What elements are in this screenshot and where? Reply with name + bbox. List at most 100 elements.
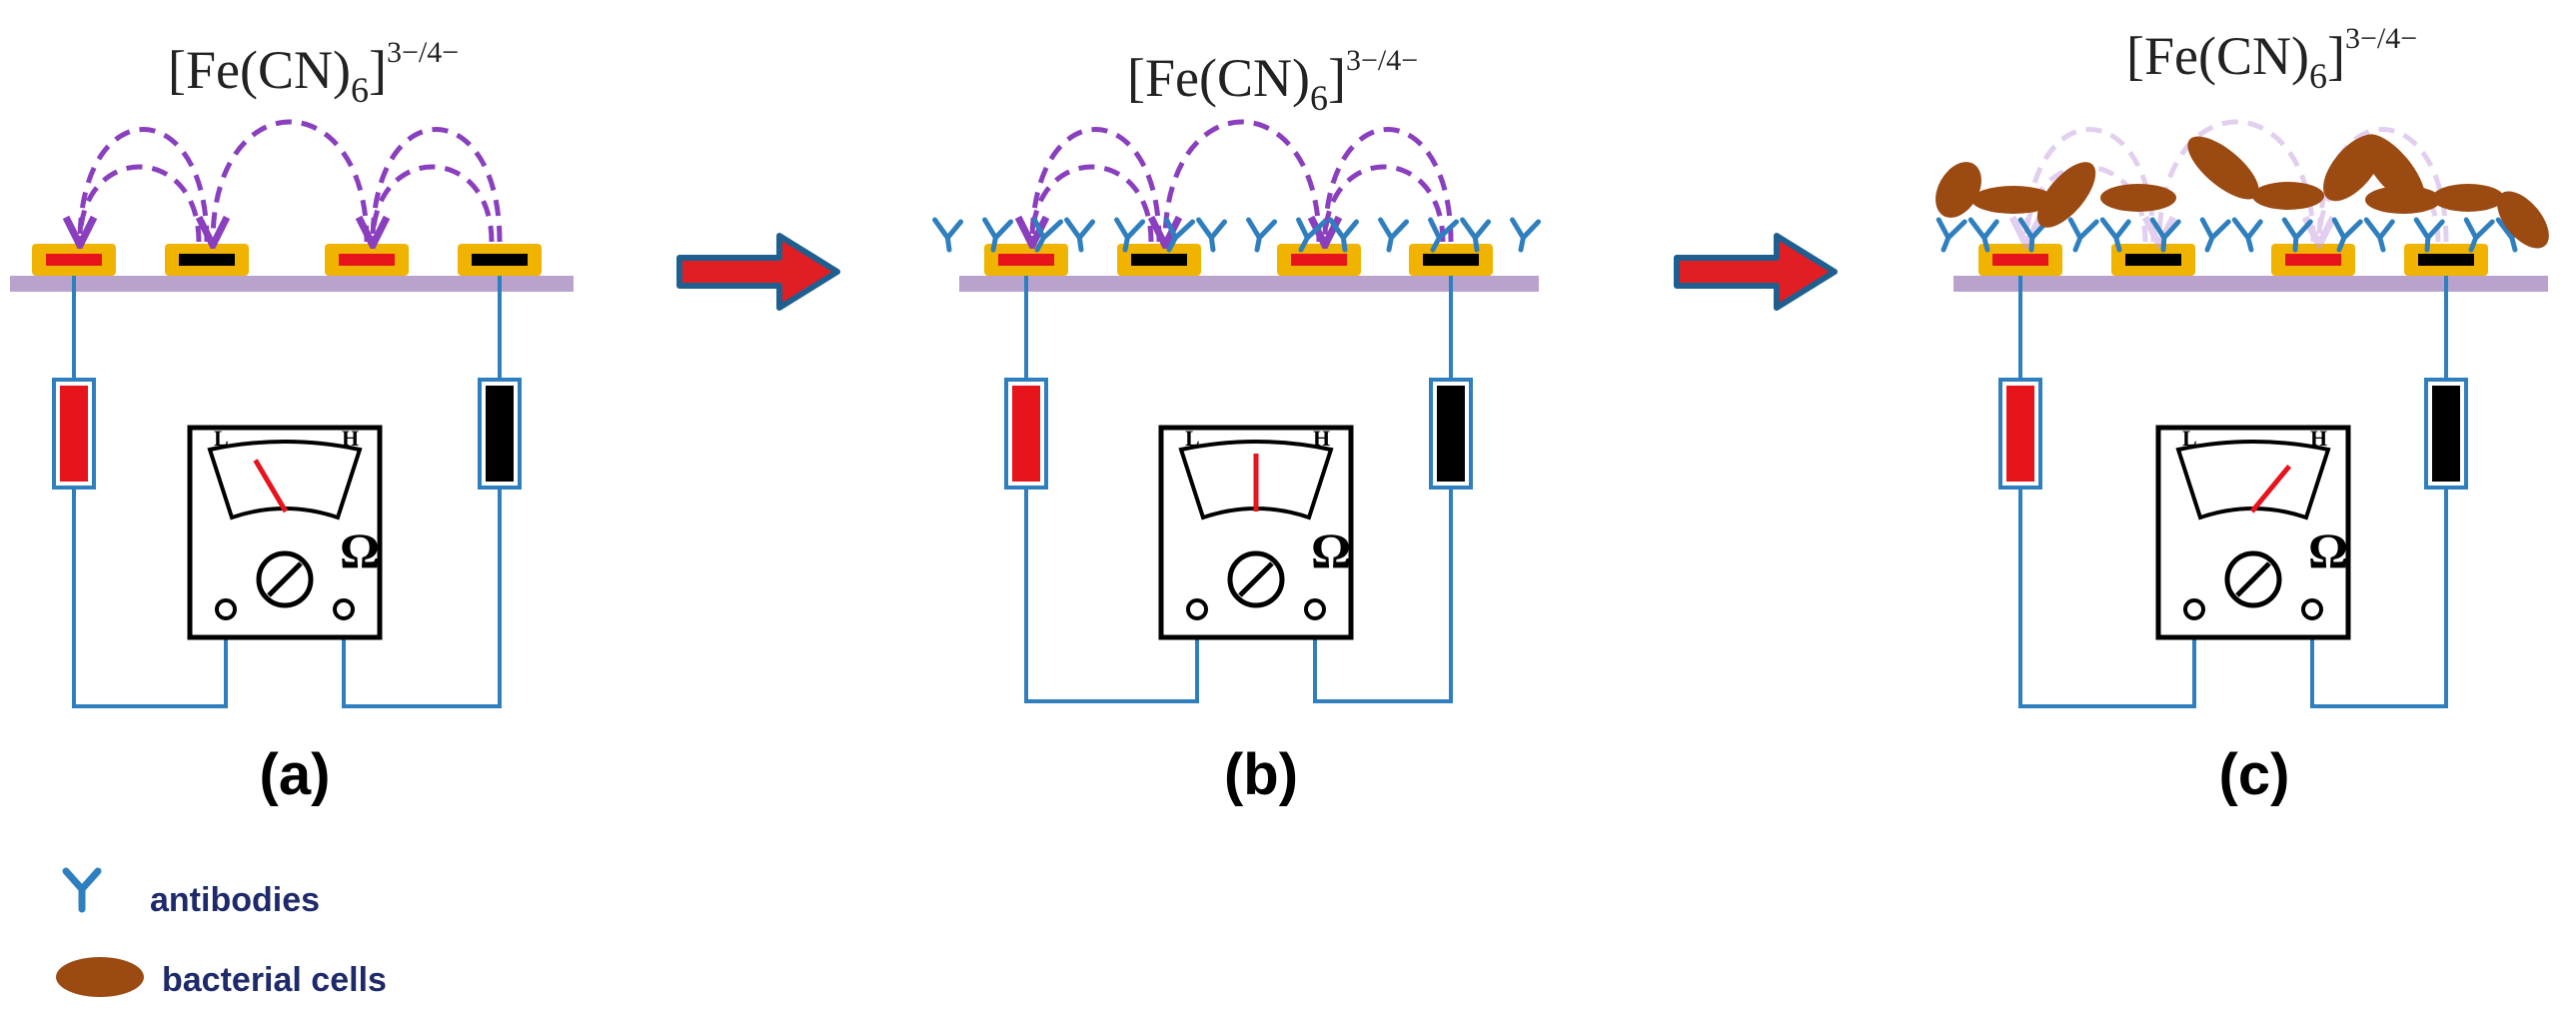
electrode-negative [2404,244,2488,276]
ohmmeter: L H Ω [2155,425,2351,640]
meter-needle [253,459,289,513]
antibody [2463,217,2495,253]
meter-terminal [2183,598,2205,620]
antibody-icon [62,867,102,913]
redox-arc [80,127,210,243]
antibody [2281,217,2313,253]
antibody [2413,217,2445,253]
ohm-symbol: Ω [2308,522,2348,578]
resistor-left [1998,378,2042,490]
antibody [1164,217,1196,253]
antibody [1935,217,1967,253]
formula-b: [Fe(CN)6]3−/4− [1127,44,1418,118]
antibody [982,217,1014,253]
antibody [2363,217,2395,253]
redox-arc [1165,119,1322,242]
meter-low-label: L [1185,426,1200,451]
redox-arc [80,164,202,242]
redox-arcs [80,119,503,243]
resistor-right [478,378,522,490]
bacterial-cell-layer [1935,134,2549,249]
meter-low-label: L [214,426,229,451]
antibody-layer [932,217,1542,253]
resistor-left [52,378,96,490]
electrode-negative [458,244,542,276]
redox-arcs [1032,119,1454,243]
electrode-negative [2111,244,2195,276]
bacterial-cell [2252,182,2324,210]
ohmmeter: L H Ω [1158,425,1354,640]
redox-arc [1032,164,1154,242]
antibody [1114,217,1146,253]
resistor-left [1004,378,1048,490]
legend-label-bacterial-cells: bacterial cells [162,961,387,999]
antibody [1328,217,1360,253]
bacterial-cell [1971,186,2055,214]
antibody [1967,217,1999,253]
antibody [2149,217,2181,253]
bacterial-cell [2497,191,2549,249]
meter-low-label: L [2182,426,2197,451]
wire [2310,488,2448,708]
meter-high-label: H [1313,426,1330,451]
panel-c: L H Ω [1935,119,2549,708]
ohm-symbol: Ω [340,522,380,578]
electrode-positive [2271,244,2355,276]
electrode-positive [325,244,409,276]
antibody [2231,217,2263,253]
bacterial-cell [2187,136,2259,200]
antibody [2199,217,2231,253]
bacterial-cell [2100,184,2176,212]
wire [1024,488,1199,703]
redox-arc [1032,127,1162,243]
formula-a: [Fe(CN)6]3−/4− [168,36,459,110]
panel-label-a: (a) [260,742,331,807]
meter-terminal [215,598,237,620]
substrate [959,276,1539,292]
legend: antibodies bacterial cells [56,867,387,999]
wire [72,488,228,708]
antibody [1032,217,1064,253]
bacterial-cell-icon [56,957,144,997]
antibody [2331,217,2363,253]
wire [342,488,502,708]
antibody [2067,217,2099,253]
ohm-symbol: Ω [1311,522,1351,578]
formula-c: [Fe(CN)6]3−/4− [2126,22,2417,96]
panel-b: L H Ω [932,119,1542,703]
legend-label-antibodies: antibodies [150,881,320,919]
wire [2018,488,2196,708]
electrode-positive [1277,244,1361,276]
antibody [2099,217,2131,253]
redox-arc [373,164,495,242]
svg-text:[Fe(CN)6]3−/4−: [Fe(CN)6]3−/4− [168,36,459,110]
svg-text:[Fe(CN)6]3−/4−: [Fe(CN)6]3−/4− [1127,44,1418,118]
antibody [1064,217,1096,253]
meter-terminal [2301,598,2323,620]
electrode-positive [984,244,1068,276]
meter-high-label: H [2310,426,2327,451]
redox-arc [1325,127,1454,243]
antibody [1428,217,1460,253]
electrode-positive [32,244,116,276]
antibody [1196,217,1228,253]
antibody [1510,217,1542,253]
meter-terminal [1186,598,1208,620]
antibody [1460,217,1492,253]
bacterial-cell [2036,162,2096,228]
antibody [1378,217,1410,253]
substrate [1953,276,2548,292]
substrate [10,276,574,292]
panel-label-b: (b) [1224,742,1298,807]
meter-terminal [333,598,355,620]
bacterial-cell [1935,162,1981,218]
electrode-positive [1978,244,2062,276]
process-arrow-2 [1674,233,1838,311]
electrode-negative [165,244,249,276]
redox-arc [1325,164,1446,242]
process-arrow-1 [676,233,840,311]
electrode-negative [1409,244,1493,276]
electrode-negative [1117,244,1201,276]
